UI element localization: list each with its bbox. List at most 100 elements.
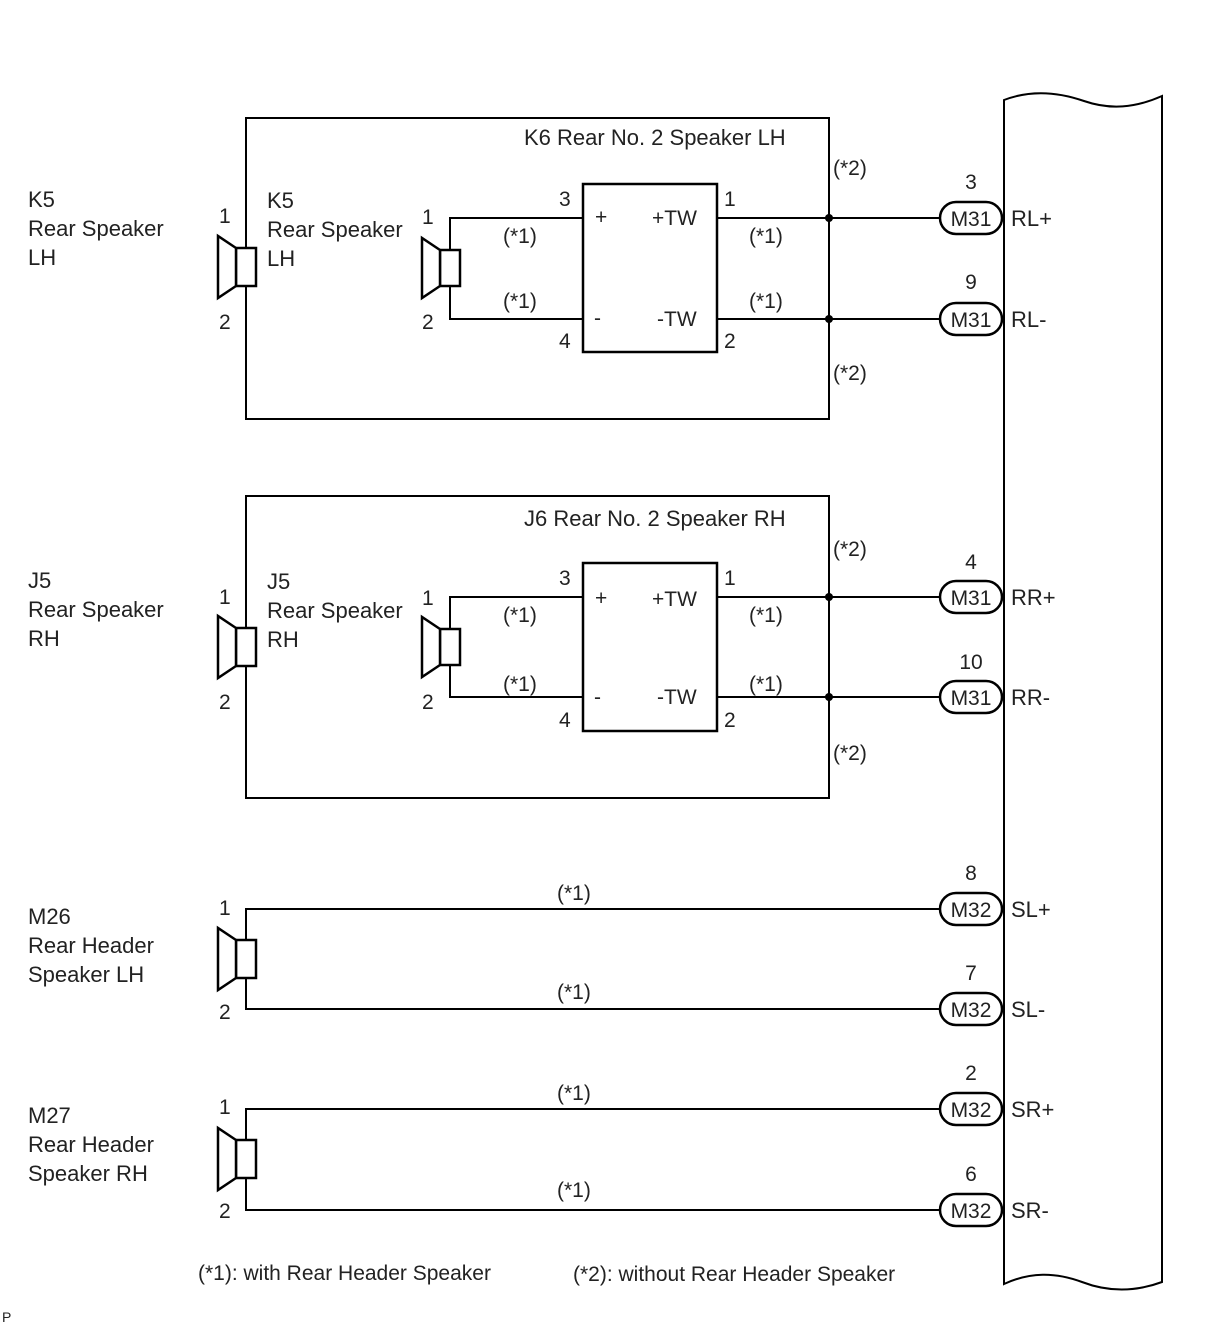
k5-outer-label: K5 Rear Speaker LH xyxy=(28,187,164,270)
m26-pin-1: 1 xyxy=(219,897,231,920)
connector-pin: 4 xyxy=(965,551,977,574)
connector-signal: RR- xyxy=(1011,685,1050,710)
svg-text:M26: M26 xyxy=(28,904,71,929)
k6-amplifier-box xyxy=(581,182,719,354)
k6-plus: + xyxy=(595,206,607,229)
connector-signal: RR+ xyxy=(1011,585,1056,610)
connector-name: M32 xyxy=(951,1099,992,1122)
svg-text:J5: J5 xyxy=(267,569,290,594)
k6-enclosure-box xyxy=(245,117,830,420)
j5-pin-1: 1 xyxy=(219,586,231,609)
note-j5-plus: (*1) xyxy=(503,604,537,627)
junction-dot xyxy=(825,593,833,601)
connector-name: M31 xyxy=(951,309,992,332)
k5-speaker-icon xyxy=(216,233,258,301)
note-k5-plus: (*1) xyxy=(503,225,537,248)
j6-plus: + xyxy=(595,587,607,610)
k6-pin-4: 4 xyxy=(559,330,571,353)
connector-signal: RL+ xyxy=(1011,206,1052,231)
sl-plus-wire xyxy=(245,908,940,940)
m26-label: M26 Rear Header Speaker LH xyxy=(28,904,154,987)
note-k5-minus: (*1) xyxy=(503,290,537,313)
svg-text:Rear Speaker: Rear Speaker xyxy=(28,216,164,241)
connector-name: M32 xyxy=(951,999,992,1022)
note-rr-minus: (*1) xyxy=(749,673,783,696)
k5-pin-1: 1 xyxy=(219,205,231,228)
j5-inner-pin-2: 2 xyxy=(422,691,434,714)
j6-amplifier-box xyxy=(581,561,719,733)
legend-note-2: (*2): without Rear Header Speaker xyxy=(573,1263,895,1286)
m26-pin-2: 2 xyxy=(219,1001,231,1024)
connector-signal: SR- xyxy=(1011,1198,1049,1223)
svg-text:LH: LH xyxy=(267,246,295,271)
j5-inner-label: J5 Rear Speaker RH xyxy=(267,569,403,652)
k5-wire-plus xyxy=(449,217,583,250)
connector-sr-minus: M32 6 SR- xyxy=(938,1163,1049,1228)
k6-plus-tw: +TW xyxy=(652,207,697,230)
connector-pin: 7 xyxy=(965,962,977,985)
connector-sr-plus: M32 2 SR+ xyxy=(938,1062,1054,1127)
connector-name: M32 xyxy=(951,899,992,922)
k6-title: K6 Rear No. 2 Speaker LH xyxy=(524,125,786,150)
connector-signal: SR+ xyxy=(1011,1097,1054,1122)
svg-text:RH: RH xyxy=(28,626,60,651)
m27-pin-1: 1 xyxy=(219,1096,231,1119)
connector-sl-minus: M32 7 SL- xyxy=(938,962,1045,1027)
connector-name: M31 xyxy=(951,687,992,710)
k6-minus-tw: -TW xyxy=(657,308,697,331)
junction-dot xyxy=(825,315,833,323)
note-sl-plus: (*1) xyxy=(557,882,591,905)
junction-dot xyxy=(825,214,833,222)
connector-signal: SL+ xyxy=(1011,897,1051,922)
j6-plus-tw: +TW xyxy=(652,588,697,611)
connector-pin: 8 xyxy=(965,862,977,885)
j6-minus-tw: -TW xyxy=(657,686,697,709)
connector-pin: 9 xyxy=(965,271,977,294)
legend-note-1: (*1): with Rear Header Speaker xyxy=(198,1262,491,1285)
j6-title: J6 Rear No. 2 Speaker RH xyxy=(524,506,786,531)
connector-pin: 6 xyxy=(965,1163,977,1186)
j5-inner-pin-1: 1 xyxy=(422,587,434,610)
m27-label: M27 Rear Header Speaker RH xyxy=(28,1103,154,1186)
k5-pin-2: 2 xyxy=(219,311,231,334)
sr-minus-wire xyxy=(245,1178,940,1211)
svg-text:Rear Speaker: Rear Speaker xyxy=(28,597,164,622)
note-rl-minus: (*1) xyxy=(749,290,783,313)
note-rl-plus: (*1) xyxy=(749,225,783,248)
k6-pin-3: 3 xyxy=(559,188,571,211)
j5-speaker-icon xyxy=(216,613,258,681)
j5-wire-minus xyxy=(449,665,583,698)
connector-rr-plus: M31 4 RR+ xyxy=(938,551,1056,615)
j6-pin-2: 2 xyxy=(724,709,736,732)
connector-pin: 10 xyxy=(959,651,982,674)
svg-text:LH: LH xyxy=(28,245,56,270)
m26-speaker-icon xyxy=(216,925,258,993)
note-rr-plus: (*1) xyxy=(749,604,783,627)
k6-pin-2: 2 xyxy=(724,330,736,353)
connector-name: M32 xyxy=(951,1200,992,1223)
sl-minus-wire xyxy=(245,978,940,1010)
connector-pin: 2 xyxy=(965,1062,977,1085)
k5-inner-pin-1: 1 xyxy=(422,206,434,229)
connector-signal: RL- xyxy=(1011,307,1046,332)
connector-signal: SL- xyxy=(1011,997,1045,1022)
svg-text:Speaker LH: Speaker LH xyxy=(28,962,144,987)
note-k6-bottom: (*2) xyxy=(833,362,867,385)
ecu-block-outline xyxy=(1003,92,1163,1291)
svg-text:K5: K5 xyxy=(28,187,55,212)
svg-text:Speaker RH: Speaker RH xyxy=(28,1161,148,1186)
svg-text:RH: RH xyxy=(267,627,299,652)
note-j6-top: (*2) xyxy=(833,538,867,561)
connector-rl-plus: M31 3 RL+ xyxy=(938,171,1052,236)
j5-wire-plus xyxy=(449,596,583,629)
k6-pin-1: 1 xyxy=(724,188,736,211)
j6-minus: - xyxy=(594,686,601,709)
m27-pin-2: 2 xyxy=(219,1200,231,1223)
svg-text:Rear Speaker: Rear Speaker xyxy=(267,217,403,242)
k5-wire-minus xyxy=(449,286,583,320)
svg-text:M27: M27 xyxy=(28,1103,71,1128)
k6-minus: - xyxy=(594,307,601,330)
sr-plus-wire xyxy=(245,1108,940,1140)
j6-enclosure-box xyxy=(245,495,830,799)
